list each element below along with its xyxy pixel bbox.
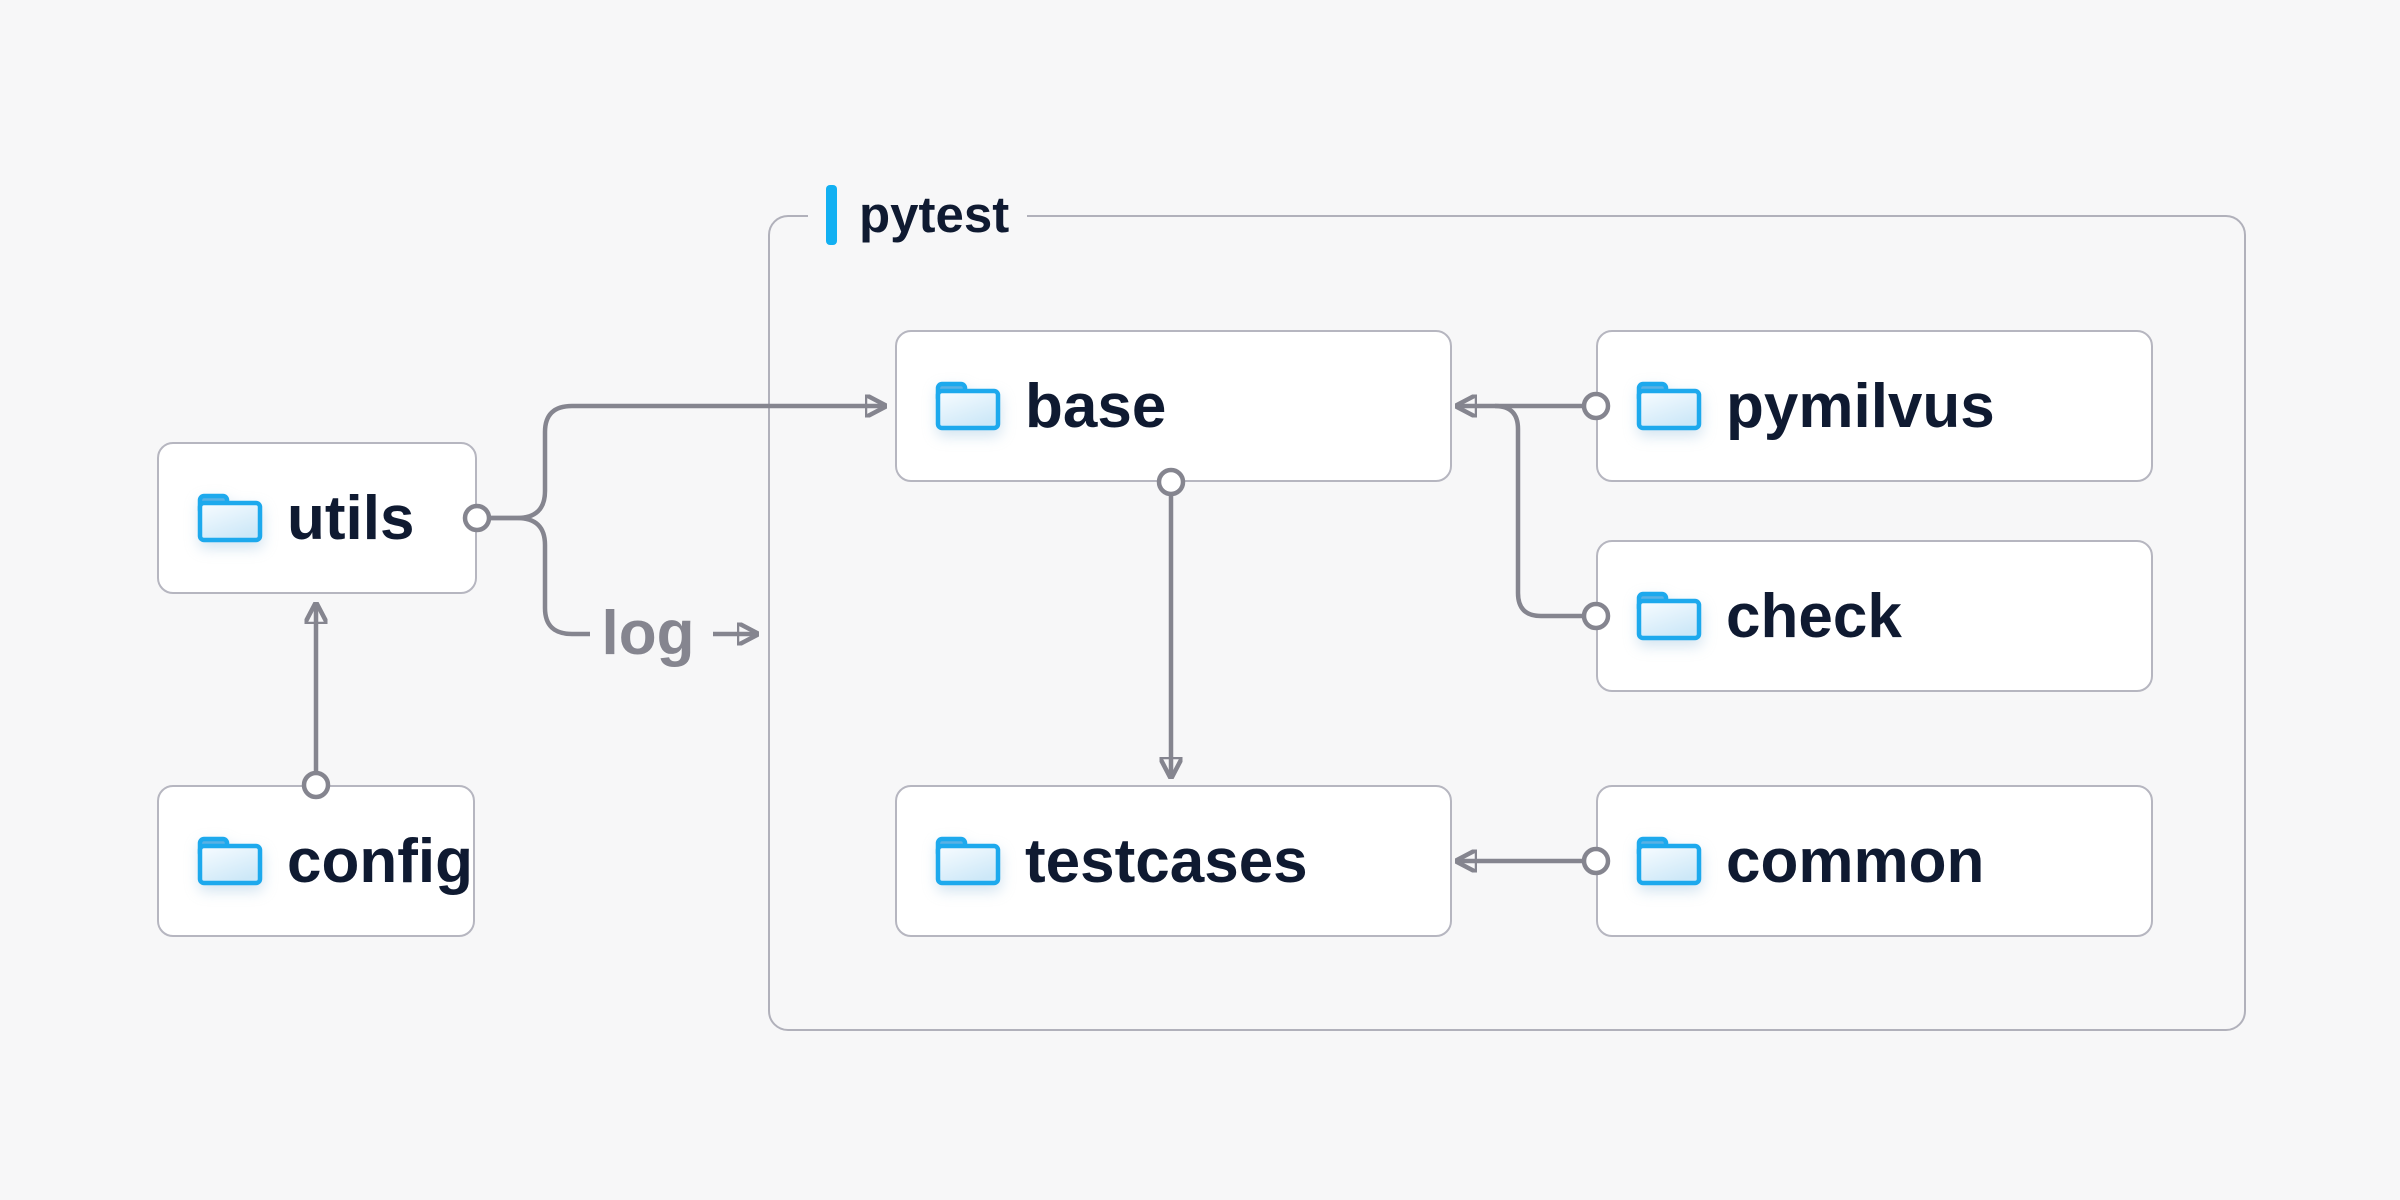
pytest-group-frame xyxy=(768,215,2246,1031)
accent-bar-icon xyxy=(826,185,837,245)
edge-label-log: log xyxy=(601,599,695,668)
node-config[interactable]: config xyxy=(157,785,475,937)
node-label: testcases xyxy=(1025,826,1308,896)
folder-icon xyxy=(197,493,263,543)
node-label: common xyxy=(1726,826,1985,896)
pytest-group-label: pytest xyxy=(808,183,1028,247)
folder-icon xyxy=(935,836,1001,886)
folder-icon xyxy=(935,381,1001,431)
folder-icon xyxy=(1636,836,1702,886)
node-pymilvus[interactable]: pymilvus xyxy=(1596,330,2153,482)
folder-icon xyxy=(1636,591,1702,641)
folder-icon xyxy=(197,836,263,886)
node-testcases[interactable]: testcases xyxy=(895,785,1452,937)
edge-utils-log xyxy=(490,515,590,637)
node-label: utils xyxy=(287,483,415,553)
node-label: check xyxy=(1726,581,1902,651)
node-label: pymilvus xyxy=(1726,371,1995,441)
node-check[interactable]: check xyxy=(1596,540,2153,692)
node-common[interactable]: common xyxy=(1596,785,2153,937)
pytest-group-title: pytest xyxy=(859,186,1010,243)
node-base[interactable]: base xyxy=(895,330,1452,482)
node-label: base xyxy=(1025,371,1167,441)
node-utils[interactable]: utils xyxy=(157,442,477,594)
folder-icon xyxy=(1636,381,1702,431)
node-label: config xyxy=(287,826,473,896)
